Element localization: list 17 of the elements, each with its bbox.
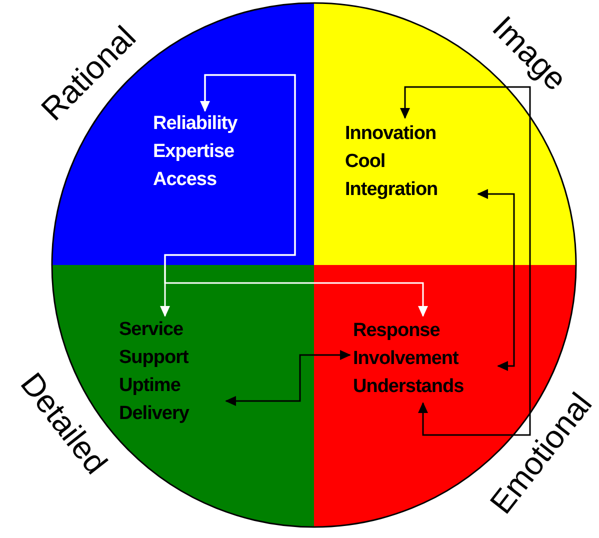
attribute-word: Innovation <box>345 122 436 146</box>
attribute-word: Cool <box>345 150 386 174</box>
attribute-word: Involvement <box>353 347 458 371</box>
attribute-word: Service <box>119 318 184 342</box>
attribute-word: Access <box>153 168 217 192</box>
arrow <box>225 350 351 406</box>
attribute-word: Integration <box>345 178 438 202</box>
attribute-word: Reliability <box>153 112 238 136</box>
attribute-word: Expertise <box>153 140 234 164</box>
arrow <box>477 189 515 371</box>
attribute-word: Response <box>353 319 440 343</box>
attribute-word: Uptime <box>119 374 180 398</box>
attribute-word: Understands <box>353 375 464 399</box>
arrow <box>400 86 531 436</box>
attribute-word: Support <box>119 346 188 370</box>
attribute-word: Delivery <box>119 402 189 426</box>
arrow <box>164 74 428 317</box>
